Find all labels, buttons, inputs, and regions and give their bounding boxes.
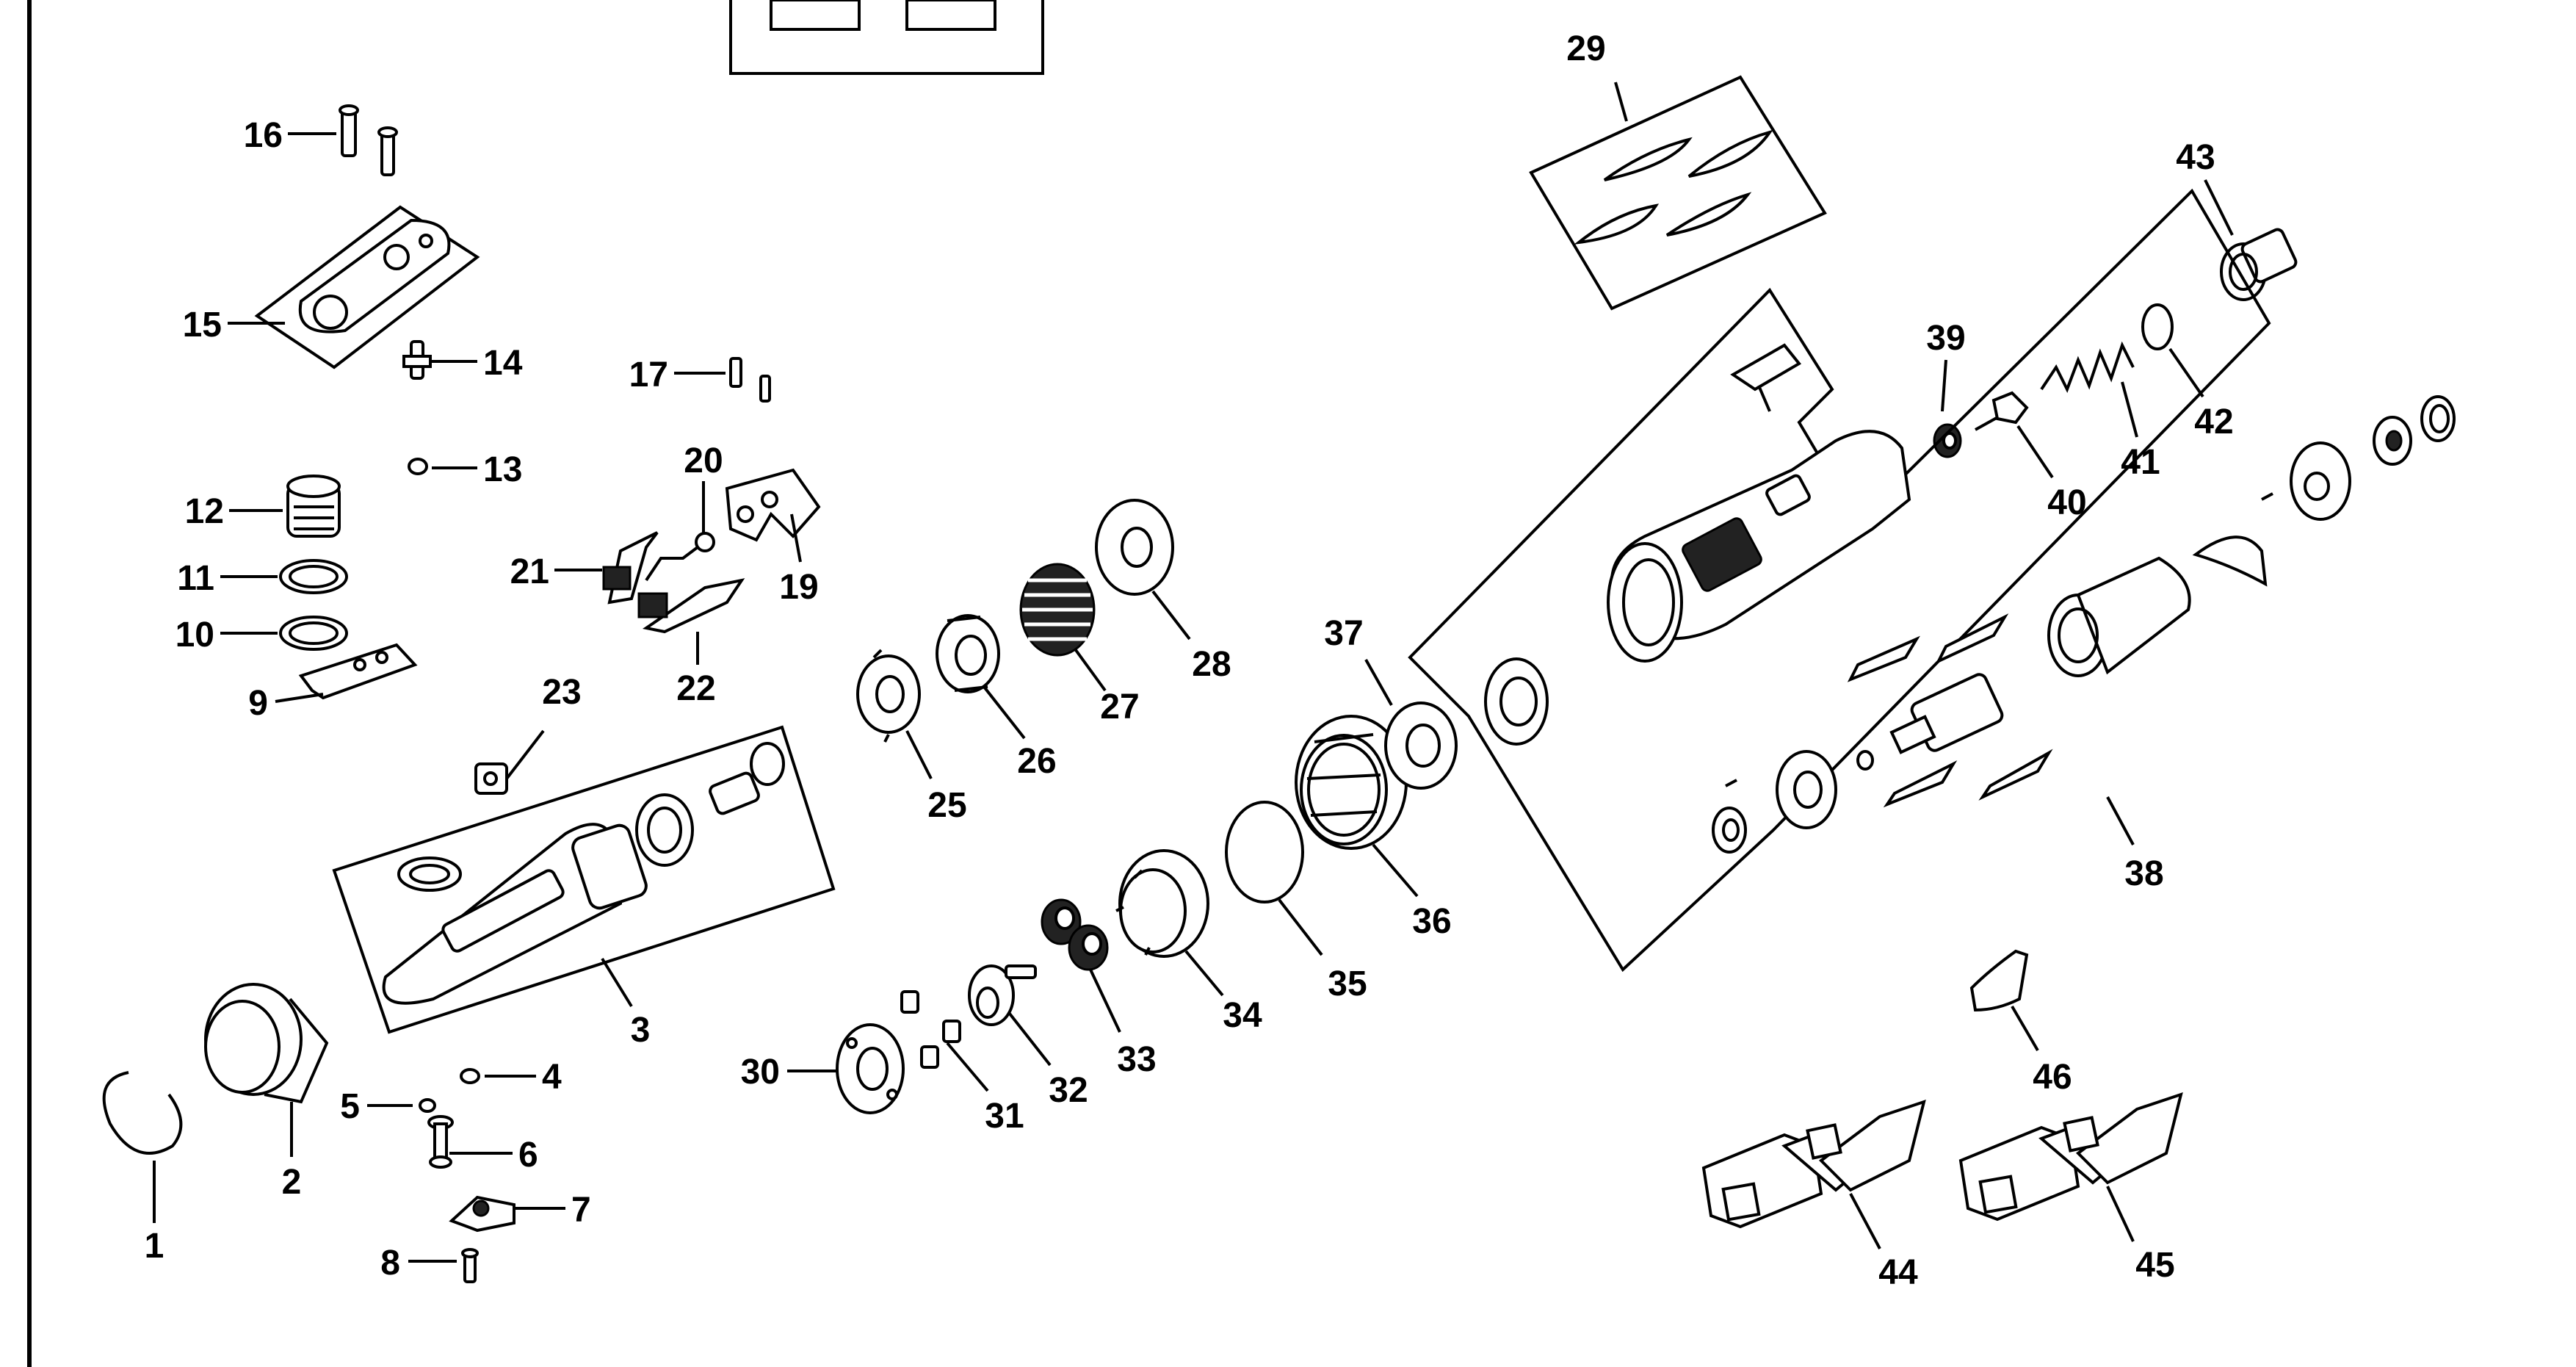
callout-6: 6 bbox=[518, 1136, 538, 1175]
callout-7: 7 bbox=[571, 1191, 591, 1230]
callout-22: 22 bbox=[676, 669, 715, 708]
callout-16: 16 bbox=[244, 116, 283, 155]
pad-46 bbox=[1969, 949, 2029, 1012]
hex-adapter-45 bbox=[1958, 1092, 2183, 1222]
callout-25: 25 bbox=[927, 786, 966, 825]
callout-38: 38 bbox=[2124, 854, 2163, 893]
spring-41 bbox=[2040, 341, 2135, 393]
leader-lines bbox=[153, 82, 2234, 1263]
pin-14 bbox=[402, 340, 432, 380]
pads-box-29 bbox=[1529, 75, 1827, 311]
pins-31 bbox=[900, 990, 961, 1069]
callout-35: 35 bbox=[1328, 964, 1367, 1003]
callout-15: 15 bbox=[183, 306, 222, 345]
screw-pair-16 bbox=[339, 104, 398, 176]
callout-20: 20 bbox=[684, 441, 723, 480]
callout-36: 36 bbox=[1412, 902, 1451, 941]
callout-27: 27 bbox=[1100, 688, 1139, 726]
rotor-40 bbox=[1975, 391, 2029, 431]
lever-22 bbox=[637, 578, 745, 634]
o-ring-4 bbox=[460, 1068, 480, 1084]
washer-28 bbox=[1095, 499, 1174, 596]
callout-21: 21 bbox=[510, 552, 549, 591]
roller-cage-27 bbox=[1019, 563, 1096, 657]
thrust-plate-25 bbox=[856, 649, 921, 743]
callout-43: 43 bbox=[2176, 138, 2215, 177]
ring-gear-34 bbox=[1115, 849, 1209, 958]
callout-17: 17 bbox=[629, 356, 668, 394]
callout-9: 9 bbox=[248, 684, 268, 723]
sun-gear-32 bbox=[968, 964, 1037, 1026]
carrier-26 bbox=[936, 614, 1000, 693]
callout-26: 26 bbox=[1017, 742, 1056, 781]
callout-13: 13 bbox=[483, 450, 522, 489]
washer-37 bbox=[1384, 701, 1458, 790]
spring-20 bbox=[645, 532, 715, 582]
ring-39 bbox=[1933, 423, 1962, 458]
callout-4: 4 bbox=[542, 1058, 562, 1097]
pawl-19 bbox=[725, 468, 821, 542]
bolt-6 bbox=[427, 1115, 454, 1169]
block-23 bbox=[474, 762, 508, 795]
callout-labels: 1 2 3 4 5 6 7 8 9 10 11 12 13 14 15 16 1… bbox=[145, 29, 2234, 1292]
head-assembly-box-3 bbox=[332, 725, 836, 1034]
callout-19: 19 bbox=[779, 568, 818, 607]
callout-1: 1 bbox=[145, 1227, 164, 1266]
ring-gear-plate-30 bbox=[836, 1023, 905, 1114]
callout-14: 14 bbox=[483, 344, 523, 383]
lever-21 bbox=[602, 531, 659, 605]
motor-assembly-box-38 bbox=[1408, 188, 2456, 973]
callout-5: 5 bbox=[340, 1087, 360, 1126]
callout-29: 29 bbox=[1566, 29, 1605, 68]
callout-10: 10 bbox=[176, 616, 214, 654]
o-ring-42 bbox=[2141, 303, 2174, 350]
callout-30: 30 bbox=[741, 1053, 780, 1092]
callout-28: 28 bbox=[1192, 645, 1231, 684]
callout-32: 32 bbox=[1049, 1071, 1088, 1110]
knurled-cap-12 bbox=[286, 475, 341, 538]
pin-pair-17 bbox=[729, 357, 771, 403]
callout-8: 8 bbox=[380, 1244, 400, 1283]
screw-8 bbox=[461, 1248, 479, 1283]
callout-42: 42 bbox=[2194, 403, 2233, 441]
callout-31: 31 bbox=[985, 1097, 1024, 1136]
callout-44: 44 bbox=[1878, 1253, 1918, 1292]
callout-33: 33 bbox=[1117, 1040, 1156, 1079]
snap-ring-1 bbox=[102, 1071, 183, 1155]
callout-12: 12 bbox=[185, 492, 224, 531]
callout-41: 41 bbox=[2121, 443, 2160, 482]
callout-2: 2 bbox=[282, 1163, 302, 1202]
callout-23: 23 bbox=[542, 673, 581, 712]
nut-13 bbox=[408, 458, 428, 475]
callout-34: 34 bbox=[1223, 996, 1262, 1035]
hex-adapter-44 bbox=[1701, 1099, 1926, 1229]
callout-46: 46 bbox=[2033, 1058, 2072, 1097]
callout-11: 11 bbox=[177, 559, 214, 598]
collar-2 bbox=[204, 983, 329, 1104]
callout-40: 40 bbox=[2047, 483, 2086, 522]
callout-3: 3 bbox=[631, 1011, 651, 1050]
top-partial-box bbox=[729, 0, 1044, 75]
callout-45: 45 bbox=[2135, 1246, 2174, 1285]
plate-box-15 bbox=[254, 205, 480, 369]
o-ring-35 bbox=[1225, 801, 1304, 903]
ring-5 bbox=[419, 1098, 436, 1113]
planet-gears-33 bbox=[1041, 898, 1109, 971]
callout-39: 39 bbox=[1926, 319, 1965, 358]
shim-plate-9 bbox=[298, 643, 418, 700]
cam-7 bbox=[449, 1195, 515, 1233]
callout-37: 37 bbox=[1324, 614, 1363, 653]
